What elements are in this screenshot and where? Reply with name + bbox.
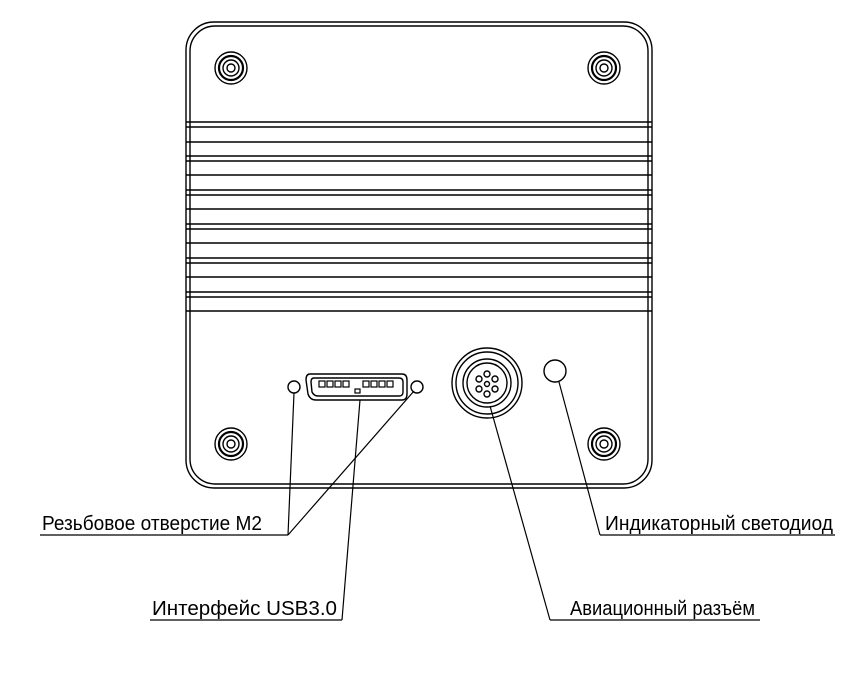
leader-lines [40,381,835,621]
screw-top-left [214,51,248,85]
cooling-fins [186,121,652,312]
screw-top-right [587,51,621,85]
label-usb-interface: Интерфейс USB3.0 [152,598,337,620]
screw-bottom-right [587,427,621,461]
indicator-led [543,359,567,383]
label-mount-hole: Резьбовое отверстие M2 [42,513,262,535]
m2-hole-left [287,380,301,394]
m2-hole-right [410,380,424,394]
label-indicator-led: Индикаторный светодиод [605,513,833,535]
usb3-port [305,373,408,401]
aviation-connector [451,347,523,419]
screw-bottom-left [214,427,248,461]
housing-inner-outline [189,25,649,485]
housing-outer-outline [185,21,653,489]
label-aviation-connector: Авиационный разъём [570,598,755,620]
